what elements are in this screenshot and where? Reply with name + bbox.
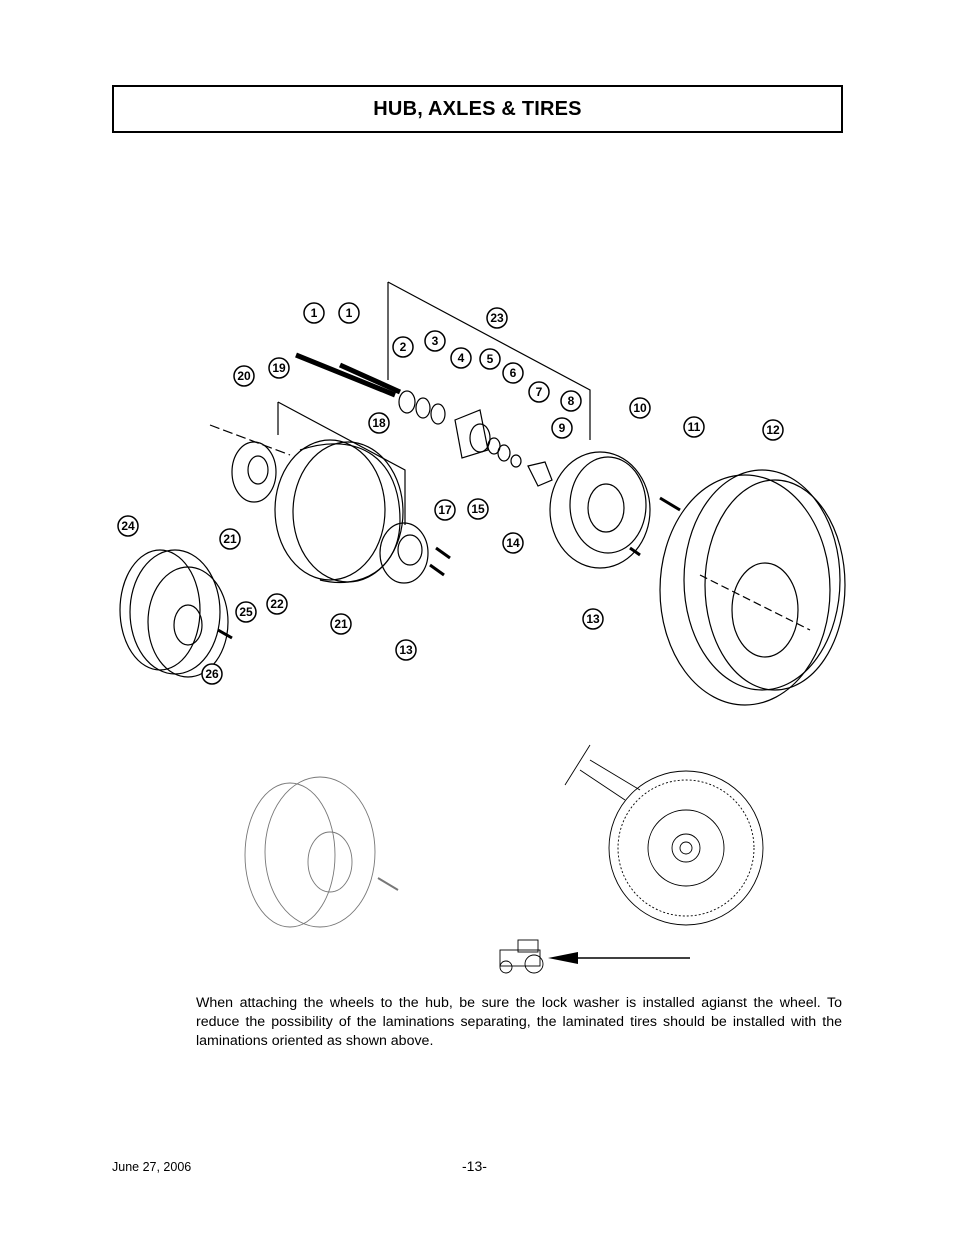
callout-1: 1 bbox=[346, 306, 353, 320]
callout-2: 2 bbox=[400, 340, 407, 354]
callout-8: 8 bbox=[568, 394, 575, 408]
callout-18: 18 bbox=[372, 416, 386, 430]
callout-21: 21 bbox=[223, 532, 237, 546]
callout-11: 11 bbox=[688, 420, 701, 434]
callout-4: 4 bbox=[458, 351, 465, 365]
callout-22: 22 bbox=[270, 597, 284, 611]
callout-1: 1 bbox=[311, 306, 318, 320]
page-title-box: HUB, AXLES & TIRES bbox=[112, 85, 843, 133]
callout-14: 14 bbox=[506, 536, 520, 550]
callout-12: 12 bbox=[766, 423, 780, 437]
callout-10: 10 bbox=[633, 401, 647, 415]
lamination-orientation-diagram bbox=[244, 744, 764, 974]
callout-21: 21 bbox=[334, 617, 348, 631]
footer-date: June 27, 2006 bbox=[112, 1160, 192, 1174]
installation-note: When attaching the wheels to the hub, be… bbox=[196, 995, 842, 1049]
callout-9: 9 bbox=[559, 421, 566, 435]
page-number: -13- bbox=[462, 1158, 487, 1174]
callout-6: 6 bbox=[510, 366, 517, 380]
callout-3: 3 bbox=[432, 334, 439, 348]
callout-13: 13 bbox=[586, 612, 600, 626]
callout-20: 20 bbox=[237, 369, 251, 383]
page-title: HUB, AXLES & TIRES bbox=[373, 97, 582, 120]
callout-5: 5 bbox=[487, 352, 494, 366]
callout-19: 19 bbox=[272, 361, 286, 375]
callout-25: 25 bbox=[239, 605, 253, 619]
callout-24: 24 bbox=[121, 519, 135, 533]
callout-13: 13 bbox=[399, 643, 413, 657]
callout-23: 23 bbox=[490, 311, 504, 325]
callout-7: 7 bbox=[536, 385, 543, 399]
callout-15: 15 bbox=[471, 502, 485, 516]
callout-26: 26 bbox=[205, 667, 219, 681]
callout-17: 17 bbox=[438, 503, 452, 517]
